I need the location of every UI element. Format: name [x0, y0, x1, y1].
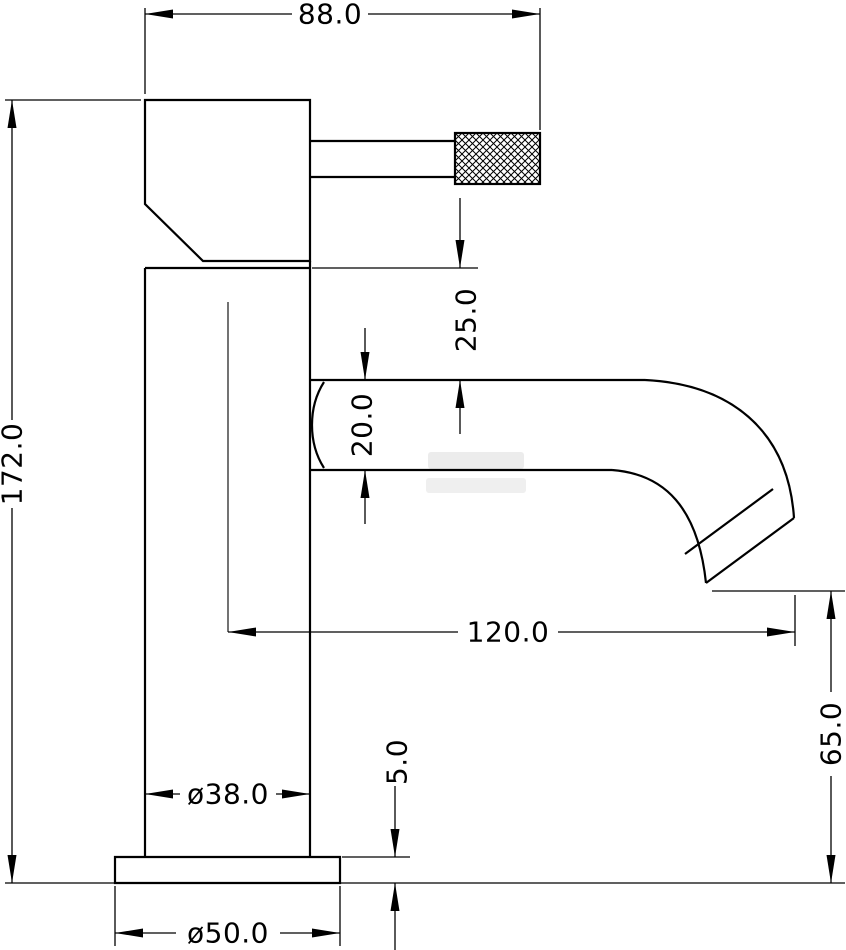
arrow-20-top	[360, 352, 370, 380]
arrowheads	[7, 9, 836, 938]
arrow-65-top	[826, 591, 836, 619]
spout-inner-curve	[611, 468, 708, 584]
base-plate	[113, 855, 342, 885]
dim-total-height: 172.0	[0, 423, 29, 506]
arrow-88-right	[512, 9, 540, 19]
arrow-50-left	[115, 928, 143, 938]
arrow-25-top	[455, 240, 465, 268]
dim-top-width: 88.0	[298, 0, 362, 31]
dim-outlet-height: 65.0	[815, 702, 846, 766]
faucet-outline	[113, 98, 796, 885]
arrow-172-top	[7, 100, 17, 128]
dim-collar-gap: 25.0	[450, 288, 483, 352]
dim-base-thickness: 5.0	[381, 739, 414, 785]
arrow-120-right	[767, 627, 795, 637]
arrow-50-right	[312, 928, 340, 938]
dim-base-diameter: ø50.0	[187, 917, 269, 950]
dim-spout-reach: 120.0	[467, 616, 550, 649]
aerator-line	[684, 488, 774, 555]
arrow-5-top	[390, 829, 400, 857]
spout-outer-curve	[644, 378, 796, 519]
arrow-172-bottom	[7, 855, 17, 883]
arrow-20-bottom	[360, 470, 370, 498]
arrow-88-left	[145, 9, 173, 19]
arrow-5-bottom	[390, 883, 400, 911]
arrow-38-left	[145, 789, 173, 799]
extension-lines	[5, 8, 845, 946]
arrow-25-bottom	[455, 380, 465, 408]
arrow-38-right	[282, 789, 310, 799]
arrow-120-left	[228, 627, 256, 637]
handle-housing	[143, 98, 312, 263]
spout-outlet-face	[705, 517, 795, 584]
arrow-65-bottom	[826, 855, 836, 883]
dim-spout-tube: 20.0	[346, 393, 379, 457]
dim-body-diameter: ø38.0	[187, 778, 269, 811]
spout-root-arc	[310, 381, 325, 469]
dimension-lines	[11, 13, 832, 950]
watermark	[426, 452, 526, 493]
knurled-grip	[453, 131, 542, 186]
